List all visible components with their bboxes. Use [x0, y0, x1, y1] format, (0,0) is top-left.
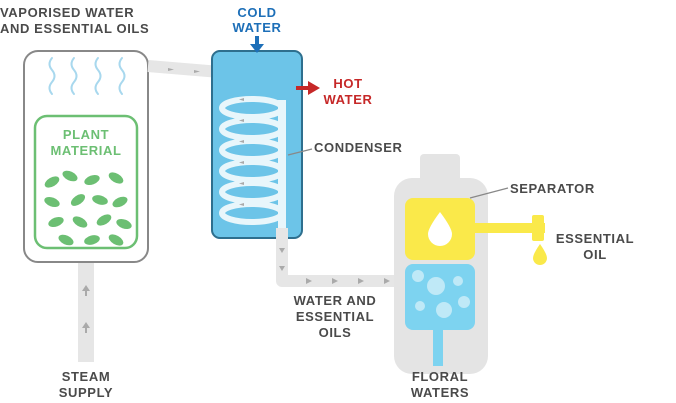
water-oils-label-line1: WATER AND — [294, 293, 377, 308]
flow-arrow-icon — [239, 98, 244, 101]
leaf-icon — [48, 216, 64, 228]
coil-riser — [278, 100, 286, 230]
cold-water-label-line2: WATER — [233, 20, 282, 35]
vaporised-label-line2: AND ESSENTIAL OILS — [0, 21, 149, 36]
coil-outlet-pipe — [276, 228, 410, 287]
leaf-icon — [84, 174, 100, 186]
flow-arrow-icon — [239, 182, 244, 185]
water-oils-label-line3: OILS — [319, 325, 352, 340]
flow-arrow-icon — [239, 119, 244, 122]
plant-label-line1: PLANT — [63, 127, 109, 142]
leaf-icon — [84, 235, 100, 245]
vaporised-label-line1: VAPORISED WATER — [0, 5, 134, 20]
vapour-wisps-icon — [48, 57, 126, 95]
plant-label-line2: MATERIAL — [51, 143, 122, 158]
condenser-coil — [219, 96, 286, 230]
cold-water-label-line1: COLD — [237, 5, 276, 20]
water-oils-label-line2: ESSENTIAL — [296, 309, 374, 324]
cold-water-arrow-icon — [250, 36, 264, 53]
leaf-icon — [58, 234, 74, 246]
essential-oil-label-line1: ESSENTIAL — [556, 231, 634, 246]
steam-supply-pipe — [78, 262, 94, 362]
hot-water-label-line2: WATER — [324, 92, 373, 107]
hot-water-label-line1: HOT — [333, 76, 362, 91]
flow-arrow-icon — [239, 140, 244, 143]
leaf-icon — [44, 176, 60, 188]
floral-label-line1: FLORAL — [412, 369, 468, 384]
leader-lines — [287, 148, 509, 199]
leaf-icon — [112, 196, 128, 208]
hot-water-arrow-icon — [296, 81, 320, 95]
leaf-icon — [108, 234, 124, 246]
water-bubbles-icon — [412, 270, 470, 318]
essential-oil-label-line2: OIL — [583, 247, 606, 262]
leaf-icon — [72, 216, 88, 228]
floral-label-line2: WATERS — [411, 385, 469, 400]
steam-label-line2: SUPPLY — [59, 385, 113, 400]
leaf-icon — [62, 170, 78, 182]
labels: VAPORISED WATER AND ESSENTIAL OILS PLANT… — [0, 5, 634, 400]
leaf-icon — [96, 214, 112, 226]
leaf-icon — [108, 172, 124, 184]
oil-drop-icon — [428, 212, 452, 246]
steam-label-line1: STEAM — [62, 369, 111, 384]
leaf-icon — [44, 196, 60, 208]
leaves-icon — [44, 170, 132, 246]
oil-outlet-pipe — [475, 215, 547, 265]
condenser-label: CONDENSER — [314, 140, 402, 155]
floral-water-pipe — [433, 330, 443, 366]
separator-label: SEPARATOR — [510, 181, 595, 196]
flow-arrow-icon — [239, 203, 244, 206]
flow-arrow-icon — [239, 161, 244, 164]
leaf-icon — [92, 195, 108, 205]
leaf-icon — [116, 218, 132, 230]
leaf-icon — [70, 194, 86, 206]
